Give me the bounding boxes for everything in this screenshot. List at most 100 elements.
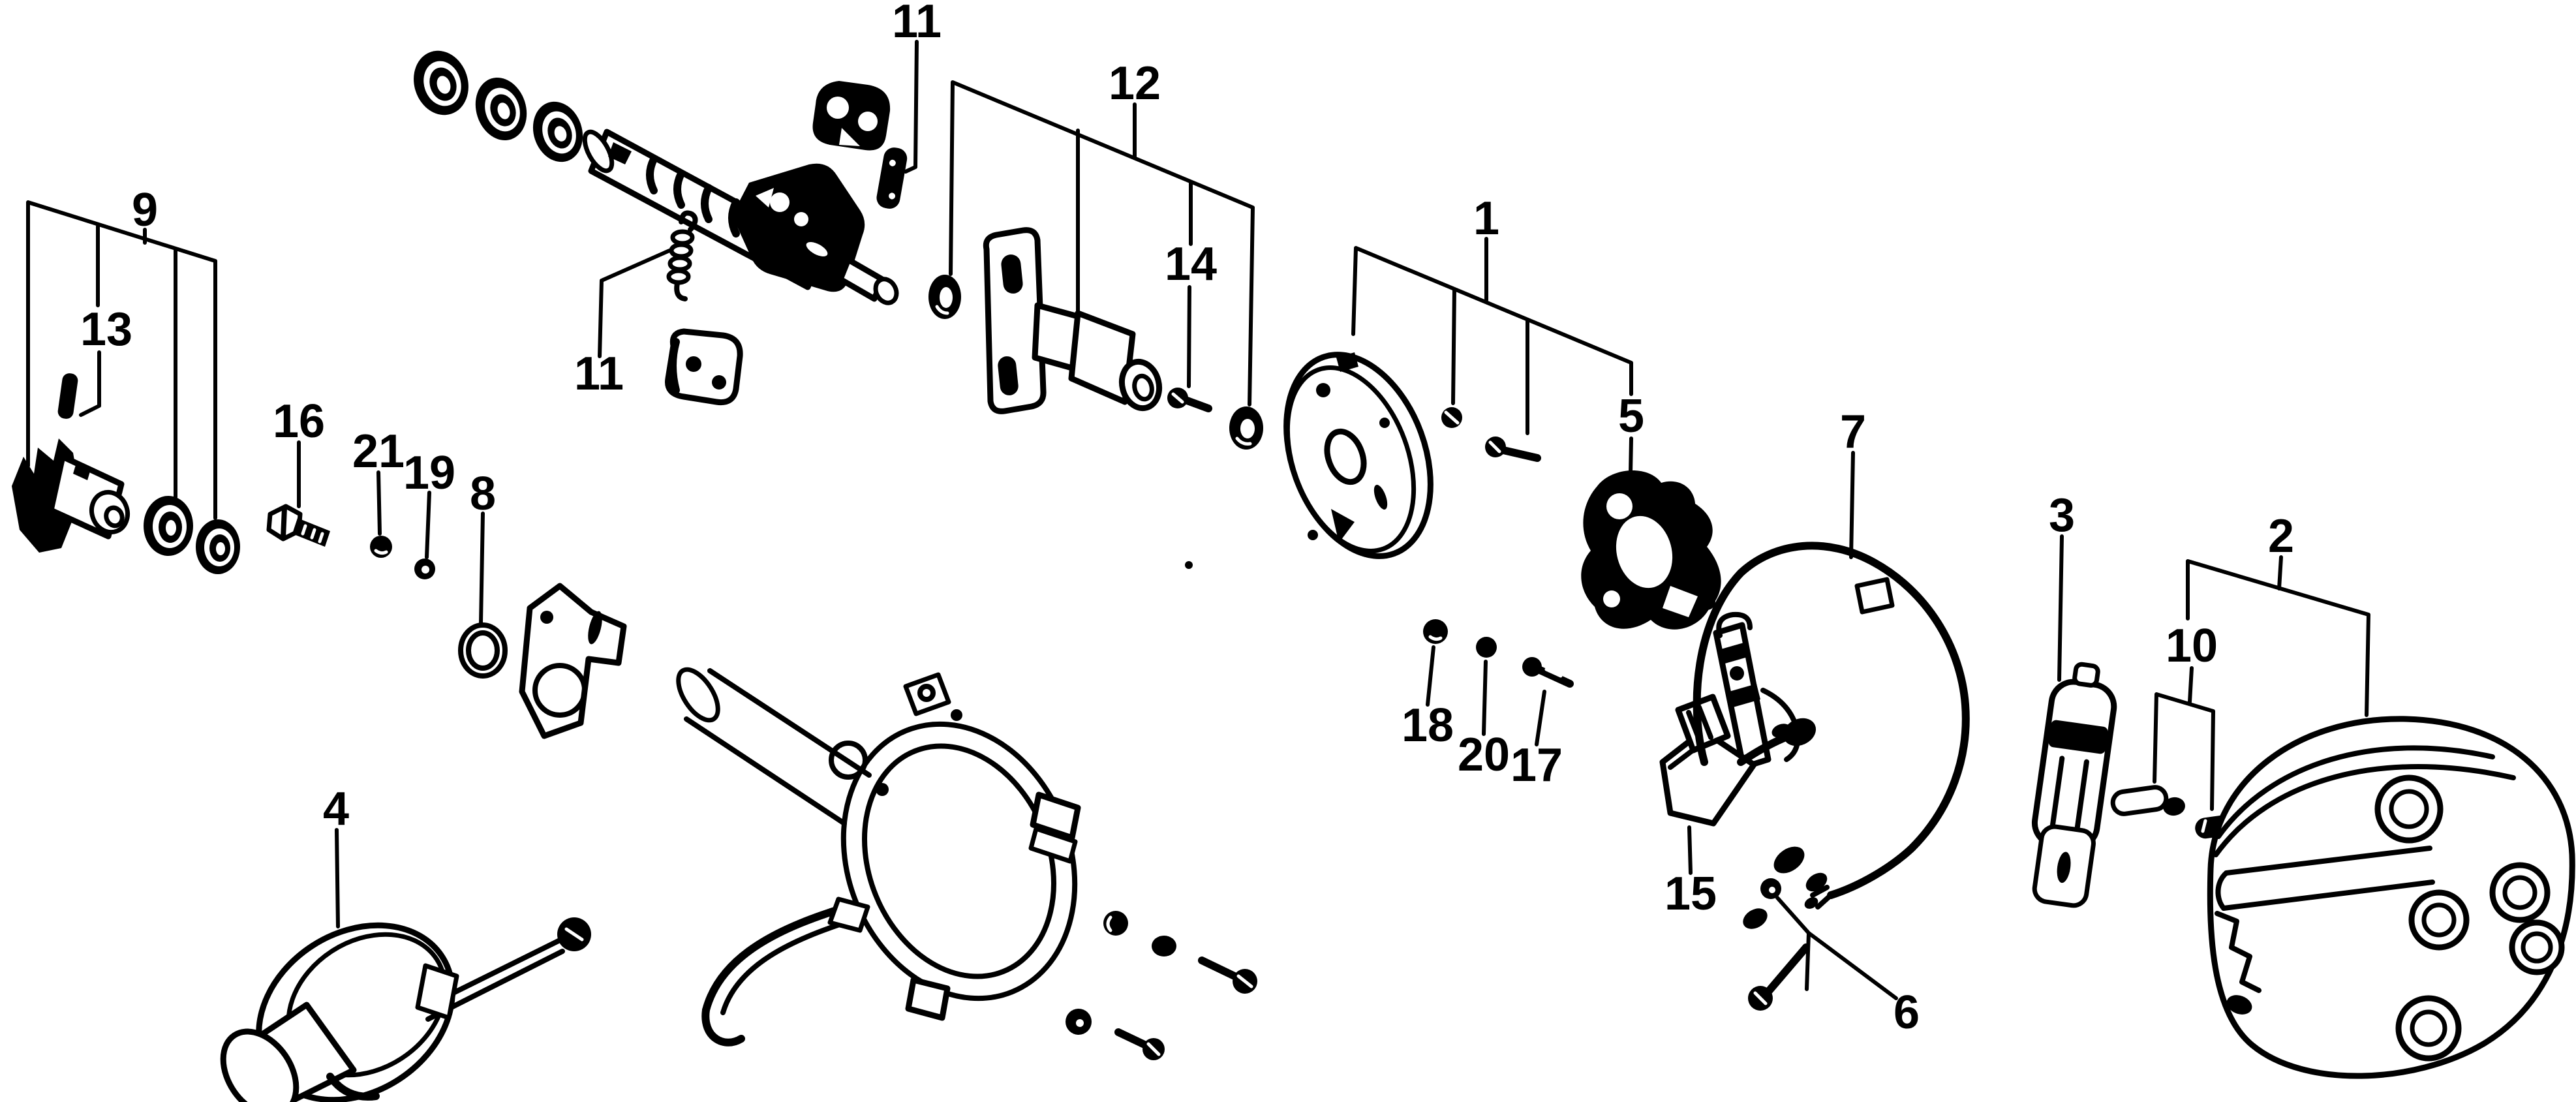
nut-hole: [1769, 887, 1775, 893]
plate-hole-1: [1316, 383, 1330, 397]
part-top-seal-washers: [414, 50, 583, 162]
neck-end: [676, 667, 720, 723]
cam-plate-hole-2: [712, 375, 726, 390]
part-bolt-16: [266, 504, 330, 547]
part-lead-wire: [1675, 542, 1970, 910]
points-lever-head: [1783, 718, 1817, 746]
clamp-bolt-head: [1698, 593, 1715, 610]
callout-6: 6: [1894, 987, 1920, 1039]
spring-hook-top: [679, 210, 698, 232]
nut-c-hole: [1076, 1019, 1084, 1027]
plate-edge-mark-2: [1308, 530, 1318, 540]
leader-9: [26, 200, 217, 520]
pivot-blob-2: [1805, 872, 1828, 892]
clamp-cutout: [1616, 515, 1673, 589]
callout-9: 9: [132, 184, 158, 236]
cap-ridge-top: [2224, 846, 2432, 876]
part-side-plate-bracket: [983, 227, 1163, 414]
callout-12: 12: [1109, 57, 1161, 110]
pin-body: [876, 147, 908, 209]
screw-a-shaft: [1198, 957, 1241, 981]
carrier-hole-2: [794, 212, 808, 226]
housing-strap-tab: [827, 896, 870, 933]
washer-hole: [497, 102, 510, 119]
part-breaker-plate-screws: [1441, 407, 1541, 462]
nut-highlight: [374, 549, 388, 555]
plate-big-hole: [532, 663, 587, 718]
points-crossbar-2: [1729, 684, 1760, 707]
callout-17: 17: [1510, 739, 1563, 791]
spring-hook-bottom: [674, 281, 688, 301]
callout-1: 1: [1473, 192, 1499, 245]
seal-washer-3: [532, 101, 583, 162]
cap-tower-5-bore: [2410, 1009, 2447, 1047]
cam-plate-edge: [669, 338, 680, 394]
screw-right-slot: [2201, 819, 2207, 833]
callout-21: 21: [352, 425, 405, 478]
part-pin-13: [57, 373, 78, 419]
rod-eyelet-slot: [564, 927, 584, 941]
leader-18: [1426, 645, 1435, 707]
washer-hole: [422, 566, 429, 574]
part-small-washer-12: [1229, 406, 1263, 450]
clamp-ear-relief: [1663, 586, 1698, 617]
housing-clip-right: [1030, 791, 1081, 841]
plate-center-hole: [1324, 428, 1367, 485]
screw-b-slot: [1146, 1042, 1161, 1056]
screw-b-shaft: [1114, 1028, 1150, 1049]
callout-10: 10: [2166, 620, 2218, 672]
washer-highlight: [1235, 436, 1252, 446]
clamp-hole: [1606, 493, 1633, 519]
leader-19: [425, 491, 431, 559]
part-thrust-washer: [928, 275, 961, 319]
condenser-body: [2031, 679, 2117, 851]
pin-dot-1: [889, 159, 896, 166]
part-vacuum-advance: [220, 917, 591, 1102]
wire-clip: [1854, 577, 1895, 615]
plate-wedge: [1331, 509, 1355, 543]
part-cam-plate-upper: [812, 81, 891, 151]
housing-top-tab: [903, 672, 951, 716]
screw-left-tip: [2163, 797, 2185, 816]
part-distributor-shaft: [582, 129, 899, 305]
pivot-blob-1: [1773, 846, 1805, 874]
screw-a-slot: [1236, 974, 1253, 988]
callout-2: 2: [2268, 510, 2294, 562]
callout-15: 15: [1664, 868, 1717, 920]
can-end: [220, 1028, 299, 1102]
screw-left-body: [2110, 785, 2169, 816]
cap-tower-3-bore: [2421, 902, 2457, 938]
cap-tower-4-bore: [2521, 931, 2553, 964]
cap-ridge-end: [2215, 870, 2229, 911]
bolt-slot: [1488, 440, 1501, 453]
callout-11-mid: 11: [574, 348, 624, 400]
housing-hole: [876, 783, 889, 796]
bracket-slot-top: [1001, 254, 1023, 294]
o-ring-inner: [466, 630, 500, 671]
washer-highlight: [935, 305, 949, 315]
callout-11-top: 11: [892, 0, 942, 48]
boss-segment-2: [1068, 310, 1136, 405]
shaft-tip: [873, 277, 899, 305]
cam-plate-relief: [839, 128, 860, 146]
spring-coil-1: [670, 229, 695, 246]
washer-hole: [216, 542, 225, 555]
pivot-blob-3: [1743, 908, 1768, 929]
seal-washer-2: [475, 77, 527, 141]
cap-clamp-detail: [2215, 911, 2262, 993]
part-breaker-plate: [1283, 352, 1434, 559]
bolt-shaft: [1499, 446, 1541, 462]
bolt-threads: [301, 524, 324, 543]
shaft-notch: [608, 142, 632, 164]
callout-19: 19: [403, 447, 455, 499]
cap-band-2: [2213, 764, 2516, 857]
worm-thread-4: [728, 198, 740, 237]
part-loose-hardware: [1066, 911, 1257, 1060]
washer-hole: [554, 126, 567, 142]
washer-hole: [940, 287, 953, 308]
part-clamp-holder: [1581, 470, 1721, 630]
points-hook: [1716, 611, 1753, 638]
part-washer-19: [414, 559, 435, 579]
